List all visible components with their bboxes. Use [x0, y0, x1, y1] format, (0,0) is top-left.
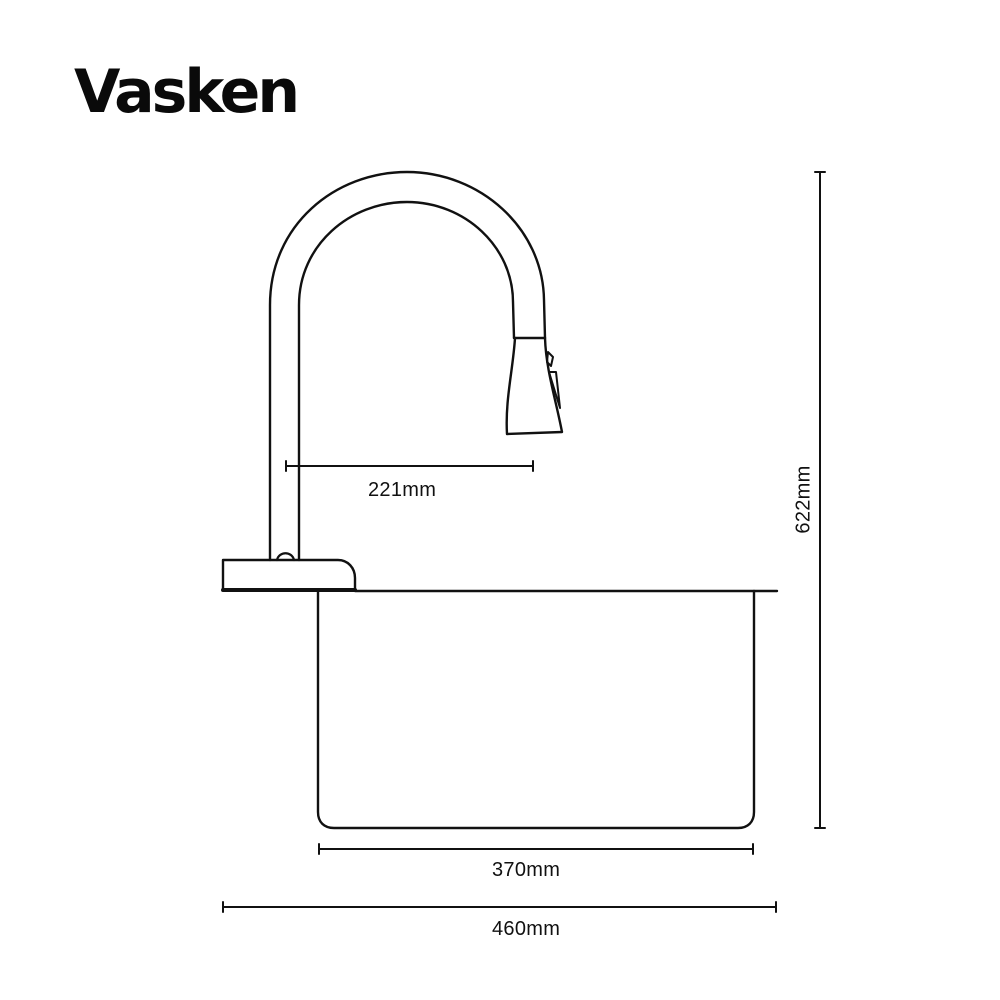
dimension-line-basin-width: [318, 843, 754, 855]
dimension-line-spout-reach: [285, 460, 534, 472]
brand-logo: Vasken: [74, 57, 300, 127]
dimension-line-overall-width: [222, 901, 777, 913]
overall-width-label: 460mm: [492, 918, 561, 940]
basin-width-label: 370mm: [492, 859, 561, 881]
total-height-label: 622mm: [792, 465, 815, 534]
spout-reach-label: 221mm: [368, 479, 437, 501]
sink: [316, 589, 779, 830]
deck-plate: [221, 558, 357, 592]
dimension-line-total-height: [814, 171, 826, 829]
faucet: [268, 170, 564, 562]
